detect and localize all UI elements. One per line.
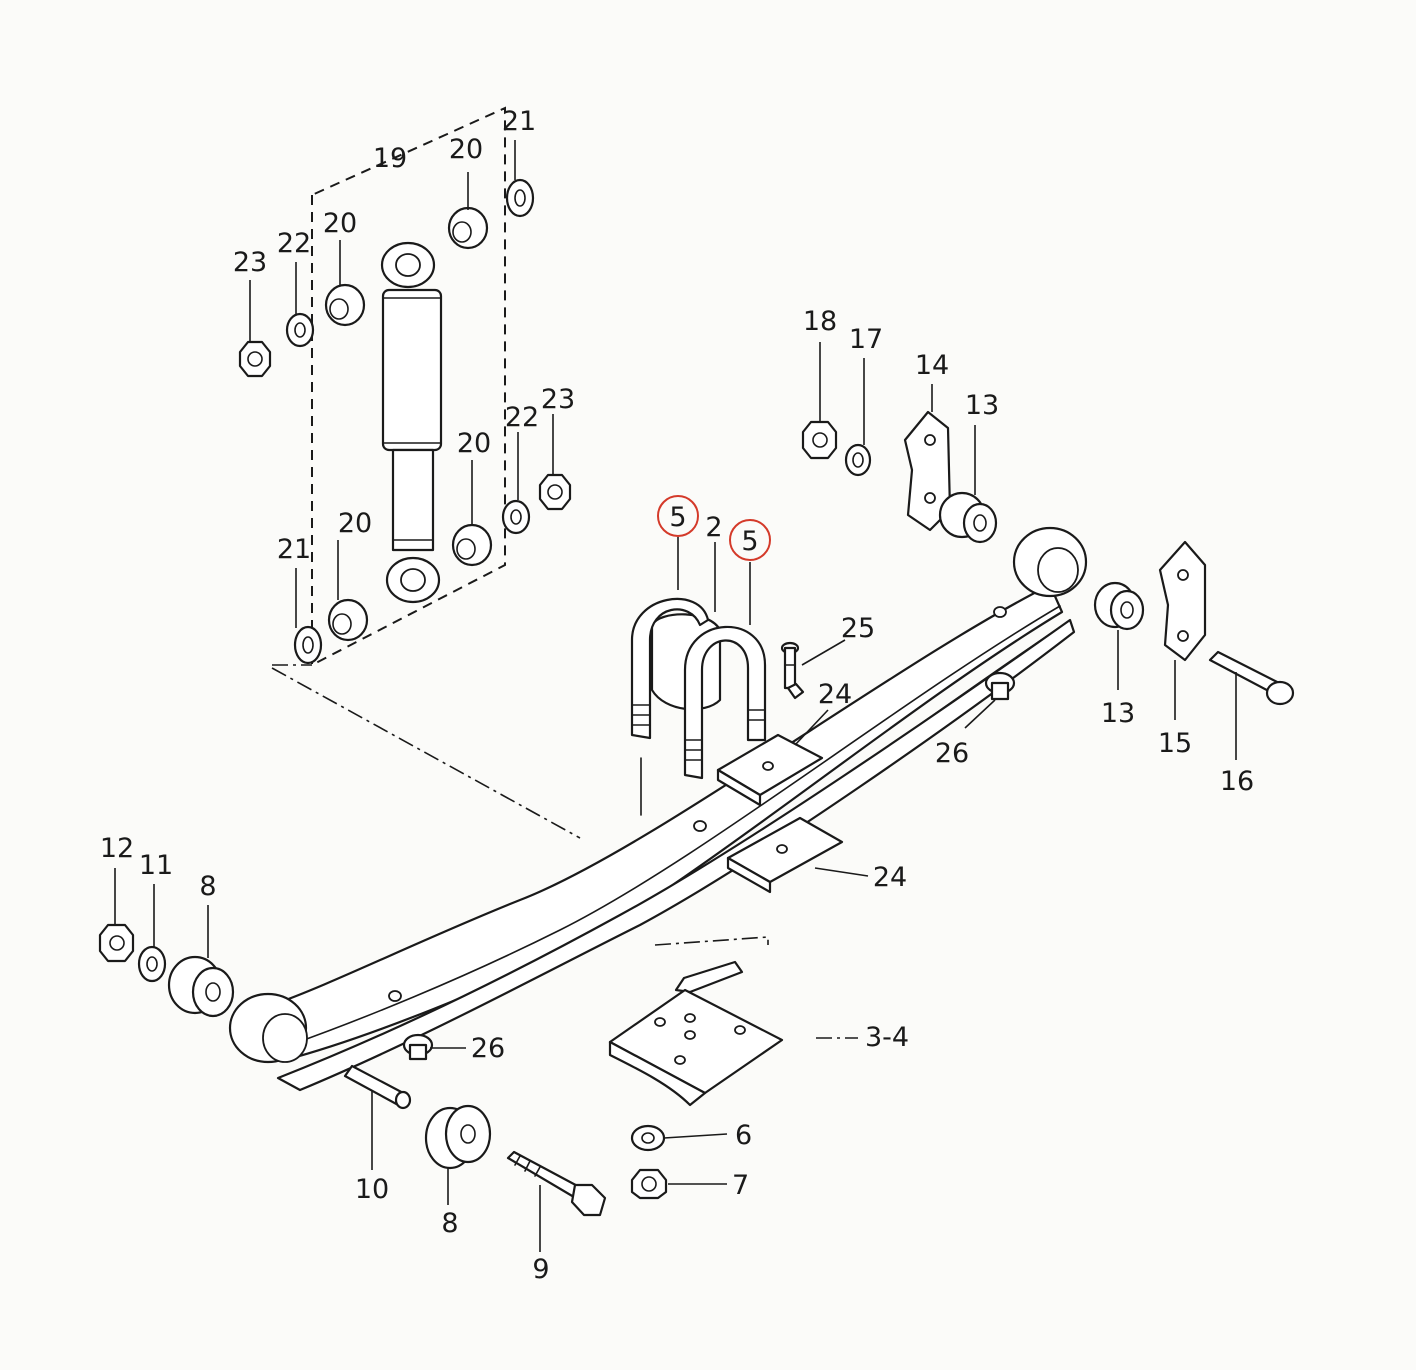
shackle-bushing-13-lower — [1093, 581, 1145, 631]
label-22-right: 22 — [505, 402, 539, 433]
label-13-upper: 13 — [965, 390, 999, 421]
label-23-right: 23 — [541, 384, 575, 415]
center-bolt-25 — [780, 641, 805, 700]
label-19: 19 — [373, 143, 407, 174]
pad-24-upper — [716, 733, 824, 807]
rubber-bushing-20-top-right — [447, 206, 489, 250]
label-13-lower: 13 — [1101, 698, 1135, 729]
shackle-pin-16 — [1208, 650, 1295, 706]
spring-seat-plate-3-4 — [608, 936, 784, 1107]
u-bolt-5-rear — [630, 597, 710, 816]
label-23-left: 23 — [233, 247, 267, 278]
washer-17 — [844, 443, 872, 477]
nut-18 — [801, 420, 838, 460]
nut-7 — [630, 1168, 668, 1200]
pad-24-lower — [726, 816, 844, 894]
bushing-8-rear — [424, 1104, 492, 1170]
label-22-left: 22 — [277, 228, 311, 259]
u-bolt-5-front — [683, 625, 767, 780]
label-15: 15 — [1158, 728, 1192, 759]
label-24-upper: 24 — [818, 679, 852, 710]
label-14: 14 — [915, 350, 949, 381]
rubber-bushing-20-top-left — [324, 283, 366, 327]
label-26-left: 26 — [471, 1033, 505, 1064]
label-20-lower-left: 20 — [338, 508, 372, 539]
shock-absorber — [380, 241, 443, 604]
label-8-front: 8 — [199, 871, 216, 902]
label-21-bottom: 21 — [277, 534, 311, 565]
washer-6 — [630, 1124, 666, 1152]
washer-11 — [137, 945, 167, 983]
washer-21-top — [505, 178, 535, 218]
callout-ring-5-right — [729, 519, 771, 561]
label-20-lower-right: 20 — [457, 428, 491, 459]
shackle-plate-15 — [1158, 540, 1207, 662]
callout-ring-5-left — [657, 495, 699, 537]
label-5-left: 5 — [669, 502, 686, 533]
washer-21-bottom — [293, 625, 323, 665]
shock-absorber-group-boundary — [271, 106, 581, 839]
washer-22-left — [285, 312, 315, 348]
bump-stop-26-left — [402, 1033, 434, 1061]
label-8-rear: 8 — [441, 1208, 458, 1239]
shackle-plate-14 — [903, 410, 952, 532]
bushing-8-front — [167, 955, 235, 1018]
label-7: 7 — [732, 1170, 749, 1201]
bolt-9 — [506, 1150, 607, 1217]
part-number-labels: 2 3-4 5 5 6 7 8 8 9 10 11 12 13 13 14 15… — [100, 106, 1254, 1285]
label-20-top-right: 20 — [449, 134, 483, 165]
nut-23-left — [238, 340, 272, 378]
label-6: 6 — [735, 1120, 752, 1151]
label-3-4: 3-4 — [865, 1022, 909, 1053]
label-26-right: 26 — [935, 738, 969, 769]
label-11: 11 — [139, 850, 173, 881]
label-16: 16 — [1220, 766, 1254, 797]
label-18: 18 — [803, 306, 837, 337]
label-24-lower: 24 — [873, 862, 907, 893]
label-5-right: 5 — [741, 526, 758, 557]
leaf-spring — [228, 526, 1088, 1092]
label-20-top-left: 20 — [323, 208, 357, 239]
bump-stop-26-right — [984, 671, 1016, 701]
label-9: 9 — [532, 1254, 549, 1285]
label-21-top: 21 — [502, 106, 536, 137]
shackle-bushing-13-upper — [938, 491, 998, 544]
rubber-bushing-20-lower-left — [327, 598, 369, 642]
label-25: 25 — [841, 613, 875, 644]
label-2: 2 — [705, 512, 722, 543]
label-17: 17 — [849, 324, 883, 355]
nut-12 — [98, 923, 135, 963]
leader-lines — [114, 140, 1237, 1252]
rubber-bushing-20-lower-right — [451, 523, 493, 567]
nut-23-right — [538, 473, 572, 511]
washer-22-right — [501, 499, 531, 535]
label-12: 12 — [100, 833, 134, 864]
spring-pin-10 — [343, 1064, 412, 1110]
label-10: 10 — [355, 1174, 389, 1205]
